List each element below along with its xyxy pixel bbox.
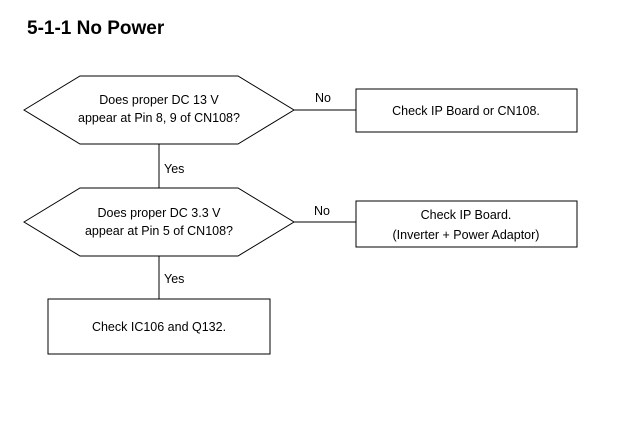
decision-1-text-line2: appear at Pin 8, 9 of CN108?: [78, 111, 240, 125]
decision-2-text-line1: Does proper DC 3.3 V: [98, 206, 222, 220]
decision-1-text-line1: Does proper DC 13 V: [99, 93, 219, 107]
action-1-text: Check IP Board or CN108.: [392, 104, 540, 118]
page-title: 5-1-1 No Power: [27, 18, 165, 39]
action-2-text-line1: Check IP Board.: [421, 208, 512, 222]
label-no-2: No: [314, 204, 330, 218]
action-2-box: [355, 200, 578, 248]
label-yes-1: Yes: [164, 162, 184, 176]
action-2-text-line2: (Inverter + Power Adaptor): [393, 228, 540, 242]
decision-2-text-line2: appear at Pin 5 of CN108?: [85, 224, 233, 238]
decision-1-diamond: [23, 75, 295, 145]
action-1-box: [355, 88, 578, 133]
decision-2-diamond: [23, 187, 295, 257]
action-3-text: Check IC106 and Q132.: [92, 320, 226, 334]
label-yes-2: Yes: [164, 272, 184, 286]
action-3-box: [47, 298, 271, 355]
label-no-1: No: [315, 91, 331, 105]
